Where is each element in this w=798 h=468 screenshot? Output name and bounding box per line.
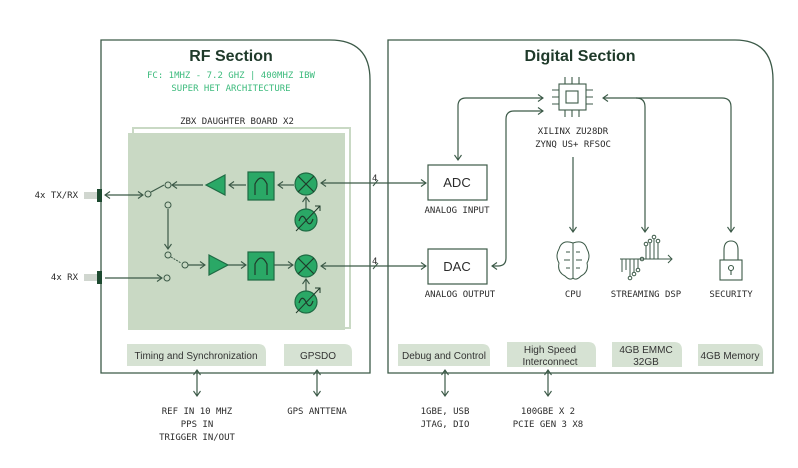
mixer-icon	[294, 254, 318, 278]
switch-arm	[150, 184, 165, 193]
rf-section-title: RF Section	[189, 48, 273, 65]
chip-security-link	[602, 94, 735, 233]
module-emmc-label-1: 4GB EMMC	[619, 345, 672, 356]
bus-slash: 4	[372, 257, 377, 267]
module-debug	[398, 344, 490, 366]
oscillator-icon	[294, 287, 321, 314]
adc-block	[427, 164, 488, 201]
brain-cpu-icon	[556, 241, 590, 280]
module-memory	[698, 344, 763, 366]
filter-symbol	[254, 257, 268, 275]
port-txrx-jack	[97, 189, 102, 202]
rf-spec-line2: SUPER HET ARCHITECTURE	[171, 84, 290, 94]
daughterboard-label: ZBX DAUGHTER BOARD X2	[180, 117, 294, 127]
dac-caption: ANALOG OUTPUT	[425, 290, 496, 300]
module-emmc-label-2: 32GB	[633, 357, 659, 368]
module-memory-label: 4GB Memory	[701, 351, 760, 362]
mixer-icon	[294, 172, 318, 196]
digital-section-title: Digital Section	[524, 48, 635, 65]
port-rx-label: 4x RX	[51, 273, 79, 283]
timing-io-2: PPS IN	[181, 420, 214, 430]
module-emmc	[612, 342, 682, 367]
debug-io-1: 1GBE, USB	[421, 407, 470, 417]
fpga-line2: ZYNQ US+ RFSOC	[535, 140, 611, 150]
interconnect-io-1: 100GBE X 2	[521, 407, 575, 417]
port-rx-connector	[84, 274, 98, 281]
rf-section-frame	[100, 39, 371, 374]
switch-node	[163, 274, 171, 282]
dac-block	[427, 248, 488, 285]
signal-dsp-icon	[620, 234, 673, 281]
debug-io-2: JTAG, DIO	[421, 420, 470, 430]
security-label: SECURITY	[709, 290, 753, 300]
module-interconnect-label-1: High Speed	[524, 345, 576, 356]
adc-label: ADC	[443, 175, 470, 190]
module-debug-label: Debug and Control	[402, 351, 486, 362]
amplifier-icon	[208, 254, 230, 276]
cpu-label: CPU	[565, 290, 581, 300]
switch-node	[164, 181, 172, 189]
oscillator-icon	[294, 205, 321, 232]
module-gpsdo-label: GPSDO	[300, 351, 336, 362]
dsp-label: STREAMING DSP	[611, 290, 682, 300]
module-timing	[127, 344, 266, 366]
chip-icon	[552, 77, 593, 117]
bus-slash: 4	[372, 174, 377, 184]
switch-arm	[170, 256, 182, 264]
filter-symbol	[254, 177, 268, 195]
port-rx-jack	[97, 271, 102, 284]
bus-slash	[372, 179, 379, 187]
amplifier-icon	[204, 174, 226, 196]
interconnect-io-2: PCIE GEN 3 X8	[513, 420, 583, 430]
adc-caption: ANALOG INPUT	[424, 206, 490, 216]
module-interconnect	[507, 342, 596, 367]
fpga-line1: XILINX ZU28DR	[538, 127, 609, 137]
timing-io-1: REF IN 10 MHZ	[162, 407, 233, 417]
dac-label: DAC	[443, 259, 470, 274]
timing-io-3: TRIGGER IN/OUT	[159, 433, 235, 443]
port-txrx-connector	[84, 192, 98, 199]
chip-adc-link	[454, 94, 544, 161]
bus-slash	[372, 262, 379, 270]
chip-dac-link	[491, 107, 544, 270]
port-txrx-label: 4x TX/RX	[35, 191, 79, 201]
digital-section-frame	[387, 39, 774, 374]
module-timing-label: Timing and Synchronization	[134, 351, 257, 362]
bandpass-filter-icon	[247, 171, 275, 201]
rf-spec-line1: FC: 1MHZ - 7.2 GHZ | 400MHZ IBW	[147, 71, 316, 81]
switch-node	[164, 201, 172, 209]
switch-node	[144, 190, 152, 198]
padlock-icon	[719, 240, 743, 281]
gpsdo-io-1: GPS ANTTENA	[287, 407, 347, 417]
chip-dsp-link	[635, 97, 649, 233]
module-interconnect-label-2: Interconnect	[522, 357, 577, 368]
bandpass-filter-icon	[247, 251, 275, 281]
module-gpsdo	[284, 344, 352, 366]
switch-node	[164, 251, 172, 259]
